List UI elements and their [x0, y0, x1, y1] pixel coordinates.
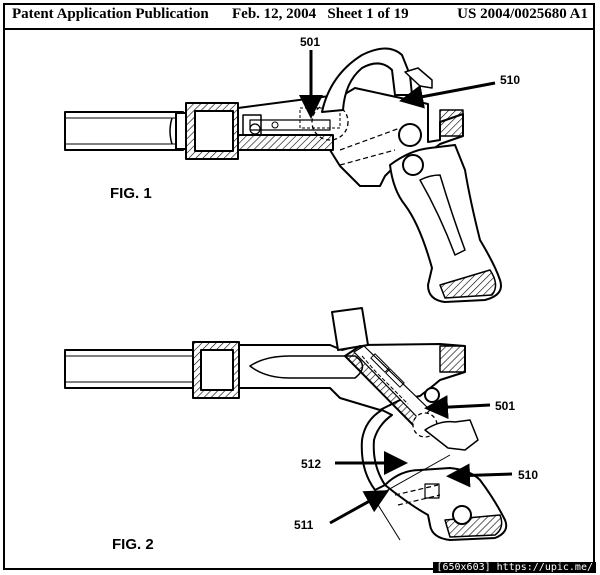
fig2-leader-510 — [446, 463, 513, 488]
fig1-grip — [339, 123, 502, 303]
fig1-ref-501: 501 — [300, 35, 320, 49]
watermark: [650x603] https://upic.me/ — [433, 562, 596, 573]
date-sheet: Feb. 12, 2004 Sheet 1 of 19 — [232, 6, 409, 22]
fig1-ref-510: 510 — [500, 73, 520, 87]
fig1-collar — [185, 102, 239, 160]
fig1-receiver — [237, 87, 464, 187]
fig2-leader-501 — [424, 395, 491, 420]
fig1-drawing — [64, 47, 502, 303]
fig2-cartridge — [331, 307, 369, 351]
fig2-ref-501: 501 — [495, 399, 515, 413]
fig2-ref-511: 511 — [294, 518, 314, 532]
fig2-callouts — [329, 395, 513, 525]
fig1-barrel — [64, 111, 184, 151]
fig2-leader-511 — [329, 490, 390, 525]
fig2-ref-510: 510 — [518, 468, 538, 482]
fig1-callouts — [299, 50, 496, 119]
fig2-barrel — [64, 349, 194, 389]
fig2-ref-512: 512 — [301, 457, 321, 471]
fig1-leader-510 — [399, 81, 496, 109]
fig2-collar — [192, 341, 240, 399]
publication-title: Patent Application Publication — [12, 6, 209, 22]
patent-number: US 2004/0025680 A1 — [457, 6, 588, 22]
fig2-label: FIG. 2 — [112, 536, 154, 553]
fig2-grip — [369, 454, 508, 541]
fig1-label: FIG. 1 — [110, 185, 152, 202]
page-frame — [3, 3, 595, 570]
fig2-drawing — [64, 307, 508, 541]
header-rule — [3, 28, 595, 30]
